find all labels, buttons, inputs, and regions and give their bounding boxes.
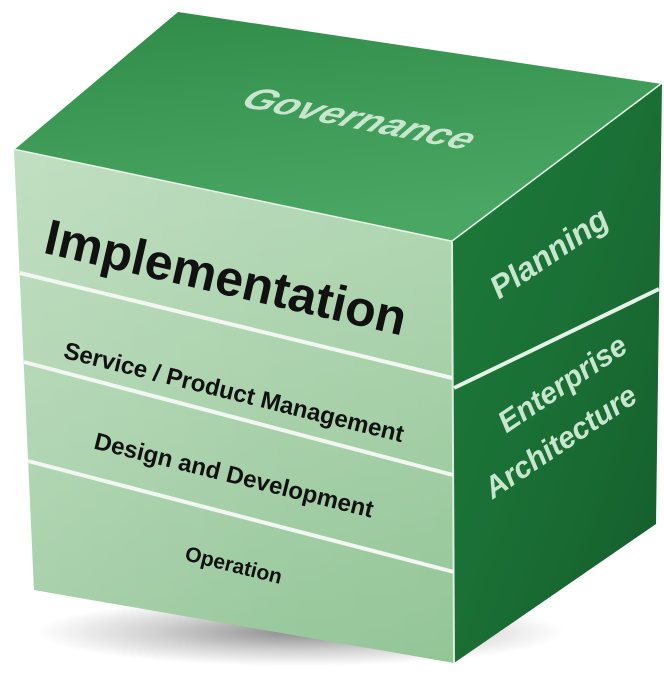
side-divider bbox=[453, 287, 660, 390]
front-divider-2 bbox=[23, 360, 454, 477]
front-face-sheen bbox=[14, 150, 454, 663]
top-face bbox=[14, 12, 662, 242]
front-side-edge bbox=[451, 241, 455, 664]
front-divider-1 bbox=[19, 271, 453, 380]
side-face bbox=[452, 84, 662, 663]
front-divider-3 bbox=[27, 459, 455, 574]
